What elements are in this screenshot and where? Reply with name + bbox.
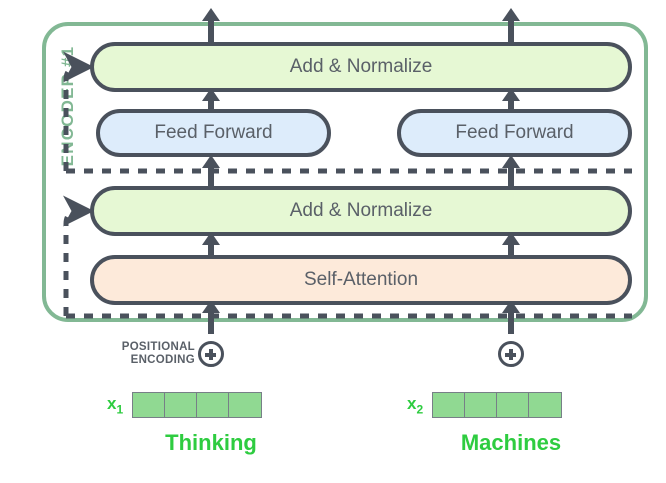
plus-circle-icon [498, 341, 524, 367]
block-add-normalize-top[interactable]: Add & Normalize [90, 42, 632, 92]
embedding-cell [165, 393, 198, 417]
block-feed-forward-left[interactable]: Feed Forward [96, 109, 331, 157]
arrow-up-input-to-attn-right [502, 300, 520, 334]
embedding-cells-2 [432, 392, 563, 418]
encoder-label: ENCODER #1 [58, 45, 77, 167]
embedding-cell [497, 393, 530, 417]
positional-encoding-label-line2: ENCODING [130, 354, 195, 366]
embedding-cells-1 [132, 392, 263, 418]
plus-circle-icon [198, 341, 224, 367]
embedding-cell [529, 393, 562, 417]
block-self-attention[interactable]: Self-Attention [90, 255, 632, 305]
block-add-normalize-bottom[interactable]: Add & Normalize [90, 186, 632, 236]
arrow-up-addnorm-to-ff-right [502, 155, 520, 187]
embedding-cell [133, 393, 166, 417]
embedding-row-token-2: x2 [407, 392, 563, 418]
arrow-up-output-left [202, 8, 220, 44]
encoder-container [42, 22, 648, 322]
word-label-token-1: Thinking [165, 430, 257, 455]
positional-encoding-label: POSITIONAL ENCODING [88, 341, 195, 367]
embedding-cell [433, 393, 466, 417]
embedding-row-token-1: x1 [107, 392, 263, 418]
embedding-cell [229, 393, 262, 417]
block-feed-forward-right[interactable]: Feed Forward [397, 109, 632, 157]
arrow-up-addnorm-to-ff-left [202, 155, 220, 187]
embedding-cell [197, 393, 230, 417]
word-label-token-2: Machines [460, 430, 562, 455]
embedding-vector-name-1: x1 [107, 393, 124, 417]
arrow-up-input-to-attn-left [202, 300, 220, 334]
positional-encoding-label-line1: POSITIONAL [121, 341, 195, 353]
embedding-vector-name-2: x2 [407, 393, 424, 417]
arrow-up-output-right [502, 8, 520, 44]
embedding-cell [465, 393, 498, 417]
